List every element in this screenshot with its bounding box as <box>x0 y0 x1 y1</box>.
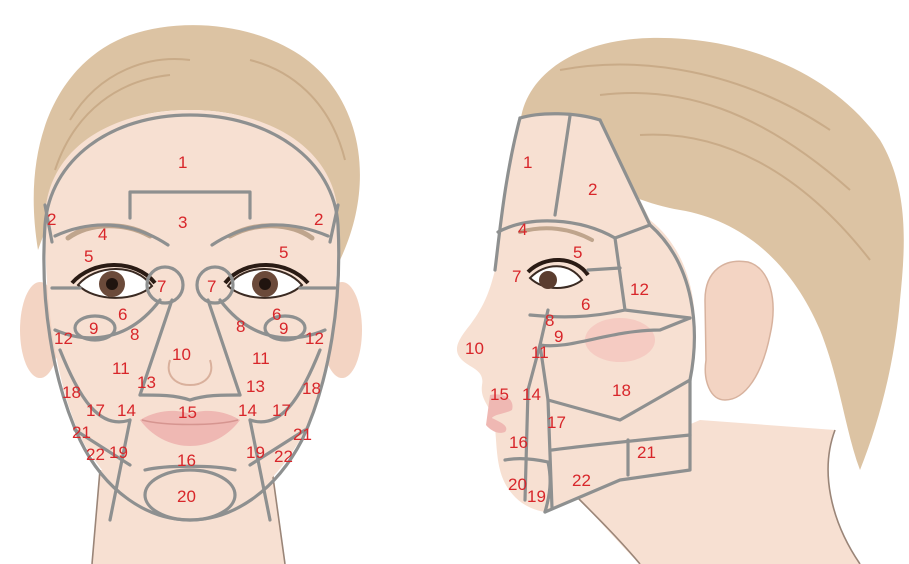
front-zone-3: 3 <box>178 213 187 232</box>
side-zone-20: 20 <box>508 475 527 494</box>
front-zone-16: 16 <box>177 451 196 470</box>
front-zone-5-right: 5 <box>279 243 288 262</box>
front-zone-22-left: 22 <box>86 445 105 464</box>
front-zone-4: 4 <box>98 225 107 244</box>
side-zone-22: 22 <box>572 471 591 490</box>
side-zone-21: 21 <box>637 443 656 462</box>
front-zone-5-left: 5 <box>84 247 93 266</box>
side-zone-2: 2 <box>588 180 597 199</box>
front-zone-2-left: 2 <box>47 210 56 229</box>
front-zone-9-left: 9 <box>89 319 98 338</box>
front-zone-8-left: 8 <box>130 325 139 344</box>
front-zone-10: 10 <box>172 345 191 364</box>
front-zone-11-left: 11 <box>112 359 130 378</box>
front-zone-14-left: 14 <box>117 401 136 420</box>
front-zone-11-right: 11 <box>252 349 270 368</box>
side-ear <box>705 261 773 400</box>
side-zone-14: 14 <box>522 385 541 404</box>
front-face-illustration: 1 2 2 3 4 5 5 7 7 6 6 9 9 8 8 12 12 10 1… <box>20 25 362 564</box>
front-zone-13-left: 13 <box>137 373 156 392</box>
side-zone-5: 5 <box>573 243 582 262</box>
front-zone-15: 15 <box>178 403 197 422</box>
side-zone-1: 1 <box>523 153 532 172</box>
front-zone-22-right: 22 <box>274 447 293 466</box>
front-zone-7-right: 7 <box>207 277 216 296</box>
side-zone-9: 9 <box>554 327 563 346</box>
side-zone-19: 19 <box>527 487 546 506</box>
front-zone-13-right: 13 <box>246 377 265 396</box>
side-zone-10: 10 <box>465 339 484 358</box>
front-zone-21-left: 21 <box>72 423 91 442</box>
side-zone-12: 12 <box>630 280 649 299</box>
front-zone-14-right: 14 <box>238 401 257 420</box>
front-zone-1: 1 <box>178 153 187 172</box>
side-face-illustration: 1 2 4 5 7 12 6 8 9 10 11 18 15 14 17 16 … <box>457 38 904 564</box>
front-zone-18-right: 18 <box>302 379 321 398</box>
side-zone-11: 11 <box>531 343 549 362</box>
side-zone-16: 16 <box>509 433 528 452</box>
front-zone-12-right: 12 <box>305 329 324 348</box>
front-zone-7-left: 7 <box>157 277 166 296</box>
side-zone-15: 15 <box>490 385 509 404</box>
front-zone-19-left: 19 <box>109 443 128 462</box>
side-zone-4: 4 <box>518 220 527 239</box>
front-zone-21-right: 21 <box>293 425 312 444</box>
front-zone-9-right: 9 <box>279 319 288 338</box>
front-zone-20: 20 <box>177 487 196 506</box>
front-zone-2-right: 2 <box>314 210 323 229</box>
side-zone-17: 17 <box>547 413 566 432</box>
front-zone-17-left: 17 <box>86 401 105 420</box>
side-zone-6: 6 <box>581 295 590 314</box>
front-zone-18-left: 18 <box>62 383 81 402</box>
side-zone-18: 18 <box>612 381 631 400</box>
front-zone-19-right: 19 <box>246 443 265 462</box>
front-zone-6-left: 6 <box>118 305 127 324</box>
side-zone-7: 7 <box>512 267 521 286</box>
front-zone-12-left: 12 <box>54 329 73 348</box>
front-zone-8-right: 8 <box>236 317 245 336</box>
front-zone-17-right: 17 <box>272 401 291 420</box>
